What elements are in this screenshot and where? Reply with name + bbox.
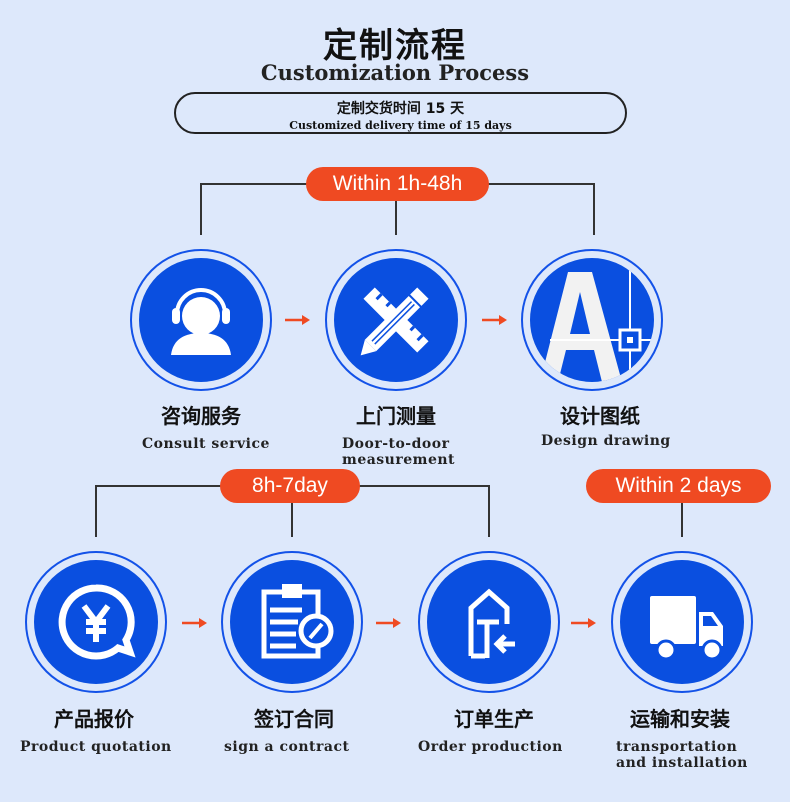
arrow-right-icon: [182, 618, 207, 628]
time-badge-2: 8h-7day: [220, 469, 360, 503]
step-label-en: Door-to-door measurement: [342, 436, 456, 468]
arrow-right-icon: [285, 315, 310, 325]
step-label-cn: 签订合同: [254, 707, 334, 731]
connector-line: [395, 183, 397, 235]
step-quotation: [25, 551, 167, 693]
design-letter-a-icon: [540, 258, 654, 382]
step-label-en: transportation and installation: [616, 739, 748, 771]
arrow-right-icon: [482, 315, 507, 325]
page-title: 定制流程: [323, 26, 467, 66]
step-label-cn: 上门测量: [356, 404, 436, 428]
arrow-right-icon: [571, 618, 596, 628]
connector-line: [291, 485, 293, 537]
connector-line: [95, 485, 97, 537]
truck-icon: [650, 596, 723, 661]
headset-user-icon: [171, 288, 231, 355]
step-label-cn: 咨询服务: [161, 404, 241, 428]
step-label-en: Consult service: [142, 436, 270, 452]
time-badge-3: Within 2 days: [586, 469, 771, 503]
ruler-pencil-icon: [360, 287, 429, 356]
time-badge-1: Within 1h-48h: [306, 167, 489, 201]
step-label-cn: 产品报价: [54, 707, 134, 731]
delivery-time-box: 定制交货时间 15 天 Customized delivery time of …: [174, 92, 627, 134]
step-label-cn: 设计图纸: [560, 404, 640, 428]
step-measure: [325, 249, 467, 391]
delivery-time-en: Customized delivery time of 15 days: [289, 119, 512, 132]
delivery-time-cn: 定制交货时间 15 天: [336, 101, 465, 117]
connector-line: [593, 183, 595, 235]
connector-line: [681, 490, 683, 537]
arrow-right-icon: [376, 618, 401, 628]
step-label-cn: 订单生产: [454, 707, 534, 731]
step-label-cn: 运输和安装: [630, 707, 730, 731]
step-transport: [611, 551, 753, 693]
factory-order-icon: [468, 588, 515, 659]
clipboard-contract-icon: [261, 584, 334, 659]
yen-chat-icon: [58, 584, 136, 660]
step-label-en: Order production: [418, 739, 563, 755]
step-consult: [130, 249, 272, 391]
step-label-en: Product quotation: [20, 739, 172, 755]
page-subtitle: Customization Process: [260, 60, 530, 85]
step-contract: [221, 551, 363, 693]
connector-line: [200, 183, 202, 235]
connector-line: [488, 485, 490, 537]
step-production: [418, 551, 560, 693]
step-label-en: sign a contract: [224, 739, 350, 755]
step-design: [521, 249, 663, 391]
step-label-en: Design drawing: [541, 433, 671, 449]
